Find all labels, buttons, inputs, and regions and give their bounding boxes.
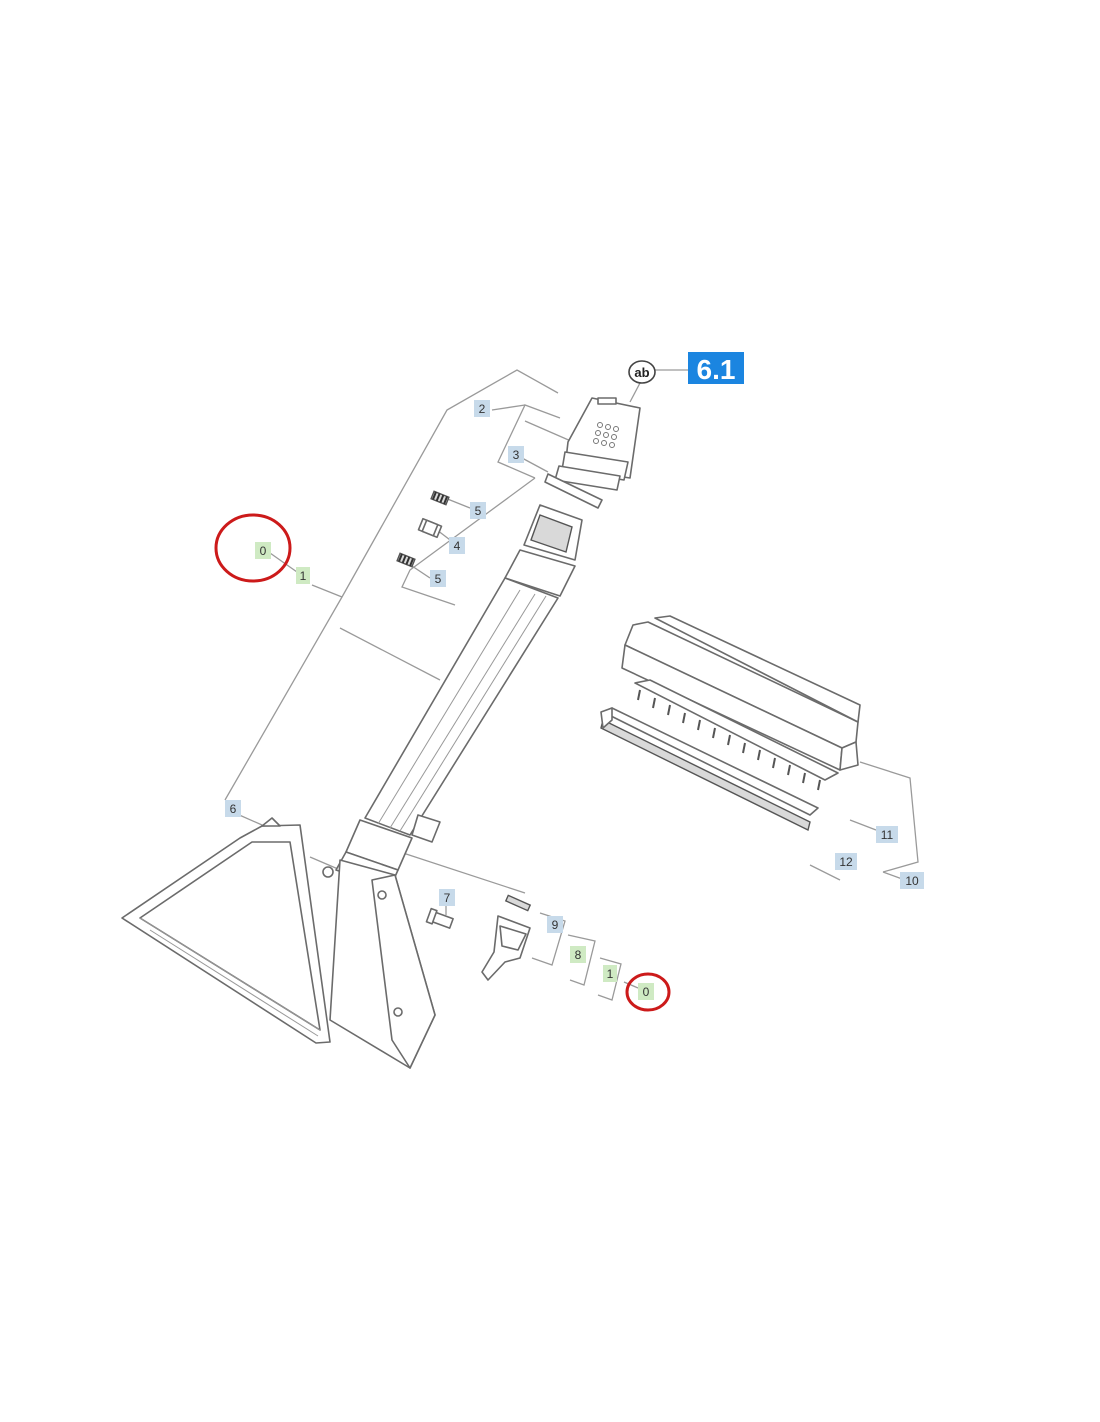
callout-1-right: 1: [603, 965, 617, 982]
callout-3: 3: [508, 446, 524, 463]
callout-5-upper: 5: [470, 502, 486, 519]
callout-0-right: 0: [638, 983, 654, 1000]
highlight-ring-left: [214, 513, 292, 583]
callout-9: 9: [547, 916, 563, 933]
handle-tube: [322, 504, 583, 1069]
svg-text:8: 8: [575, 948, 582, 962]
screw-part: [425, 907, 454, 929]
svg-text:11: 11: [881, 828, 894, 842]
section-badge: 6.1: [688, 352, 744, 385]
svg-text:0: 0: [260, 544, 267, 558]
callout-0-left: 0: [255, 542, 271, 559]
springs-and-pin: [396, 490, 450, 568]
svg-text:1: 1: [300, 569, 307, 583]
svg-text:4: 4: [454, 539, 461, 553]
seal-strip-part: [544, 473, 603, 509]
callout-4: 4: [449, 537, 465, 554]
valve-lever-part: [481, 894, 532, 981]
squeegee-set: [600, 615, 861, 832]
svg-text:6.1: 6.1: [697, 354, 736, 385]
svg-text:5: 5: [475, 504, 482, 518]
valve-housing-part: [554, 397, 641, 491]
wide-nozzle-part: [121, 817, 331, 1044]
svg-text:2: 2: [479, 402, 486, 416]
callout-8: 8: [570, 946, 586, 963]
svg-text:12: 12: [839, 855, 853, 869]
callout-2: 2: [474, 400, 490, 417]
svg-text:7: 7: [444, 891, 451, 905]
callout-10: 10: [900, 872, 924, 889]
svg-text:1: 1: [607, 967, 614, 981]
callout-1-left: 1: [296, 567, 310, 584]
callout-7: 7: [439, 889, 455, 906]
callout-12: 12: [835, 853, 857, 870]
svg-text:3: 3: [513, 448, 520, 462]
svg-text:9: 9: [552, 918, 559, 932]
svg-text:10: 10: [905, 874, 919, 888]
callout-5-lower: 5: [430, 570, 446, 587]
ab-symbol-icon: ab: [628, 360, 656, 384]
svg-text:0: 0: [643, 985, 650, 999]
svg-text:5: 5: [435, 572, 442, 586]
callout-11: 11: [876, 826, 898, 843]
svg-text:ab: ab: [634, 365, 649, 380]
callout-6: 6: [225, 800, 241, 817]
svg-text:6: 6: [230, 802, 237, 816]
highlight-ring-right: [625, 972, 671, 1012]
